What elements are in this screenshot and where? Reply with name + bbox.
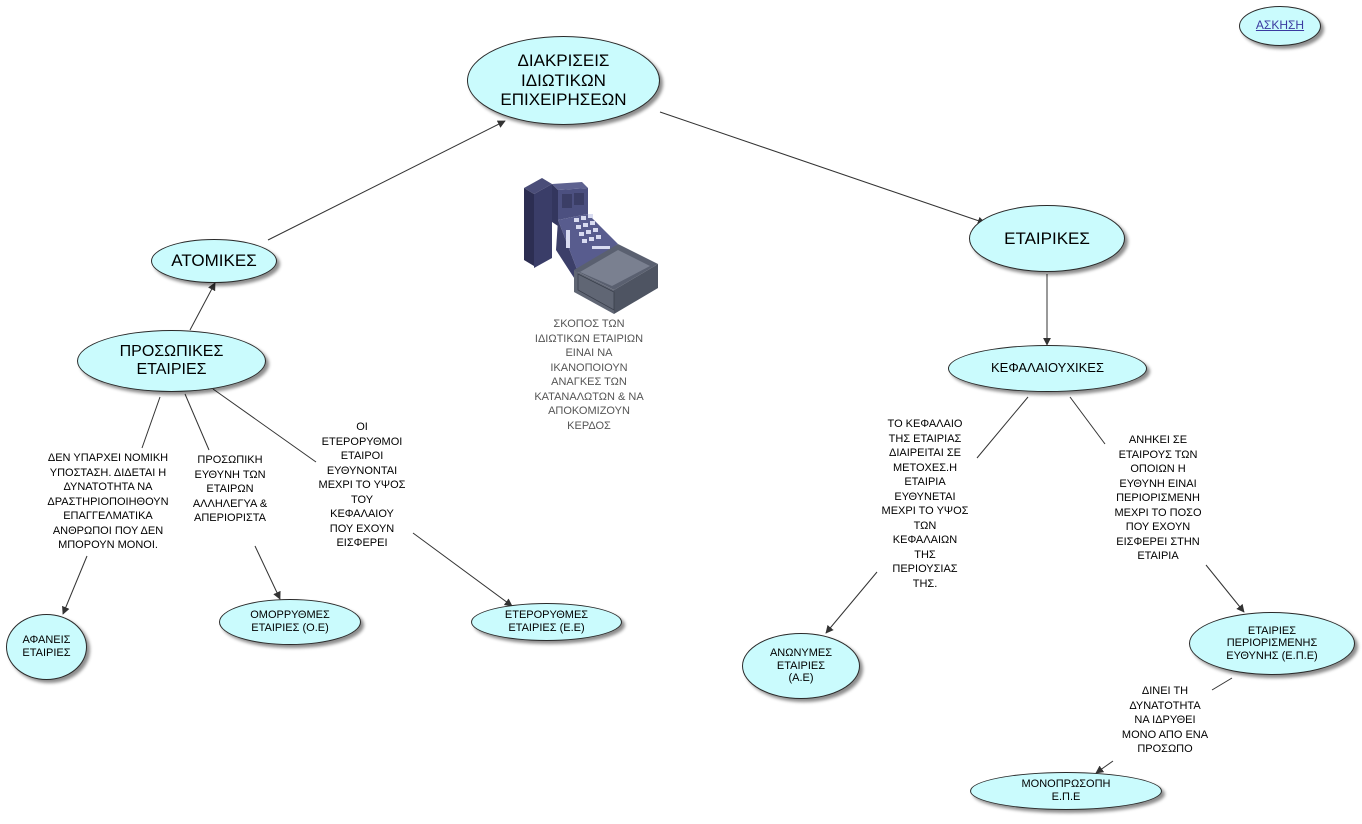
node-root: ΔΙΑΚΡΙΣΕΙΣ ΙΔΙΩΤΙΚΩΝ ΕΠΙΧΕΙΡΗΣΕΩΝ	[467, 36, 660, 125]
edge-prosopikes-omorrythmes-desc	[184, 393, 210, 451]
edge-epe-mono-desc	[1211, 677, 1233, 691]
note-afaneis-desc: ΔΕΝ ΥΠΑΡΧΕΙ ΝΟΜΙΚΗ ΥΠΟΣΤΑΣΗ. ΔΙΔΕΤΑΙ Η Δ…	[47, 452, 169, 551]
node-kefalaiouxikes-label: ΚΕΦΑΛΑΙΟΥΧΙΚΕΣ	[990, 360, 1104, 376]
edge-kefalaiouxikes-anonymes-desc	[976, 396, 1029, 459]
note-anonymes-desc: ΤΟ ΚΕΦΑΛΑΙΟ ΤΗΣ ΕΤΑΙΡΙΑΣ ΔΙΑΙΡΕΙΤΑΙ ΣΕ Μ…	[881, 418, 969, 590]
note-epe-desc: ΑΝΗΚΕΙ ΣΕ ΕΤΑΙΡΟΥΣ ΤΩΝ ΟΠΟΙΩΝ Η ΕΥΘΥΝΗ Ε…	[1114, 434, 1202, 562]
node-kefalaiouxikes: ΚΕΦΑΛΑΙΟΥΧΙΚΕΣ	[948, 345, 1147, 392]
note-omorrythmes-desc: ΠΡΟΣΩΠΙΚΗ ΕΥΘΥΝΗ ΤΩΝ ΕΤΑΙΡΩΝ ΑΛΛΗΛΕΓΥΑ &…	[192, 454, 268, 524]
node-omorrythmes-label: ΟΜΟΡΡΥΘΜΕΣ ΕΤΑΙΡΙΕΣ (Ο.Ε)	[250, 609, 330, 634]
node-monoprosopi: ΜΟΝΟΠΡΩΣΟΠΗ Ε.Π.Ε	[970, 772, 1162, 810]
node-eterorrythmes: ΕΤΕΡΟΡΥΘΜΕΣ ΕΤΑΙΡΙΕΣ (Ε.Ε)	[471, 603, 622, 641]
node-atomikes-label: ΑΤΟΜΙΚΕΣ	[171, 251, 257, 271]
edge-kefalaiouxikes-epe-desc	[1069, 396, 1106, 445]
node-prosopikes-label: ΠΡΟΣΩΠΙΚΕΣ ΕΤΑΙΡΙΕΣ	[119, 342, 224, 378]
node-anonymes: ΑΝΩΝΥΜΕΣ ΕΤΑΙΡΙΕΣ (Α.Ε)	[742, 633, 860, 699]
node-etairikes-label: ΕΤΑΙΡΙΚΕΣ	[1004, 228, 1090, 248]
exercise-link-text[interactable]: ΑΣΚΗΣΗ	[1255, 18, 1305, 33]
edge-mono-desc-mono	[1095, 760, 1114, 774]
note-mono-desc: ΔΙΝΕΙ ΤΗ ΔΥΝΑΤΟΤΗΤΑ ΝΑ ΙΔΡΥΘΕΙ ΜΟΝΟ ΑΠΟ …	[1121, 685, 1209, 755]
edge-anonymes-desc-anonymes	[825, 571, 878, 634]
edge-prosopikes-afaneis-desc	[141, 396, 161, 449]
node-omorrythmes: ΟΜΟΡΡΥΘΜΕΣ ΕΤΑΙΡΙΕΣ (Ο.Ε)	[219, 599, 361, 645]
node-monoprosopi-label: ΜΟΝΟΠΡΩΣΟΠΗ Ε.Π.Ε	[1021, 778, 1111, 803]
edge-epe-desc-epe	[1205, 564, 1245, 613]
note-eterorrythmes-desc: ΟΙ ΕΤΕΡΟΡΥΘΜΟΙ ΕΤΑΙΡΟΙ ΕΥΘΥΝΟΝΤΑΙ ΜΕΧΡΙ …	[318, 421, 406, 549]
node-atomikes: ΑΤΟΜΙΚΕΣ	[151, 239, 277, 283]
node-epe-label: ΕΤΑΙΡΙΕΣ ΠΕΡΙΟΡΙΣΜΕΝΗΣ ΕΥΘΥΝΗΣ (Ε.Π.Ε)	[1226, 624, 1318, 662]
node-etairikes: ΕΤΑΙΡΙΚΕΣ	[969, 205, 1125, 272]
node-eterorrythmes-label: ΕΤΕΡΟΡΥΘΜΕΣ ΕΤΑΙΡΙΕΣ (Ε.Ε)	[504, 609, 589, 634]
node-anonymes-label: ΑΝΩΝΥΜΕΣ ΕΤΑΙΡΙΕΣ (Α.Ε)	[769, 647, 833, 685]
edge-prosopikes-eterorrythmes-desc	[212, 388, 317, 463]
edge-root-etairikes	[659, 111, 986, 225]
node-root-label: ΔΙΑΚΡΙΣΕΙΣ ΙΔΙΩΤΙΚΩΝ ΕΠΙΧΕΙΡΗΣΕΩΝ	[500, 51, 627, 110]
node-epe: ΕΤΑΙΡΙΕΣ ΠΕΡΙΟΡΙΣΜΕΝΗΣ ΕΥΘΥΝΗΣ (Ε.Π.Ε)	[1189, 612, 1355, 675]
node-afaneis-label: ΑΦΑΝΕΙΣ ΕΤΑΙΡΙΕΣ	[22, 634, 71, 659]
node-prosopikes: ΠΡΟΣΩΠΙΚΕΣ ΕΤΑΙΡΙΕΣ	[77, 330, 266, 392]
node-afaneis: ΑΦΑΝΕΙΣ ΕΤΑΙΡΙΕΣ	[6, 614, 87, 680]
edge-prosopikes-atomikes	[189, 282, 216, 331]
exercise-link[interactable]: ΑΣΚΗΣΗ	[1239, 6, 1321, 46]
note-purpose: ΣΚΟΠΟΣ ΤΩΝ ΙΔΙΩΤΙΚΩΝ ΕΤΑΙΡΙΩΝ ΕΙΝΑΙ ΝΑ Ι…	[534, 318, 644, 432]
cash-register-icon	[524, 178, 658, 314]
edge-afaneis-desc-afaneis	[62, 555, 88, 615]
edge-atomikes-root	[267, 120, 506, 241]
edge-eterorrythmes-desc-eterorrythmes	[412, 532, 513, 607]
edge-omorrythmes-desc-omorrythmes	[254, 545, 281, 600]
